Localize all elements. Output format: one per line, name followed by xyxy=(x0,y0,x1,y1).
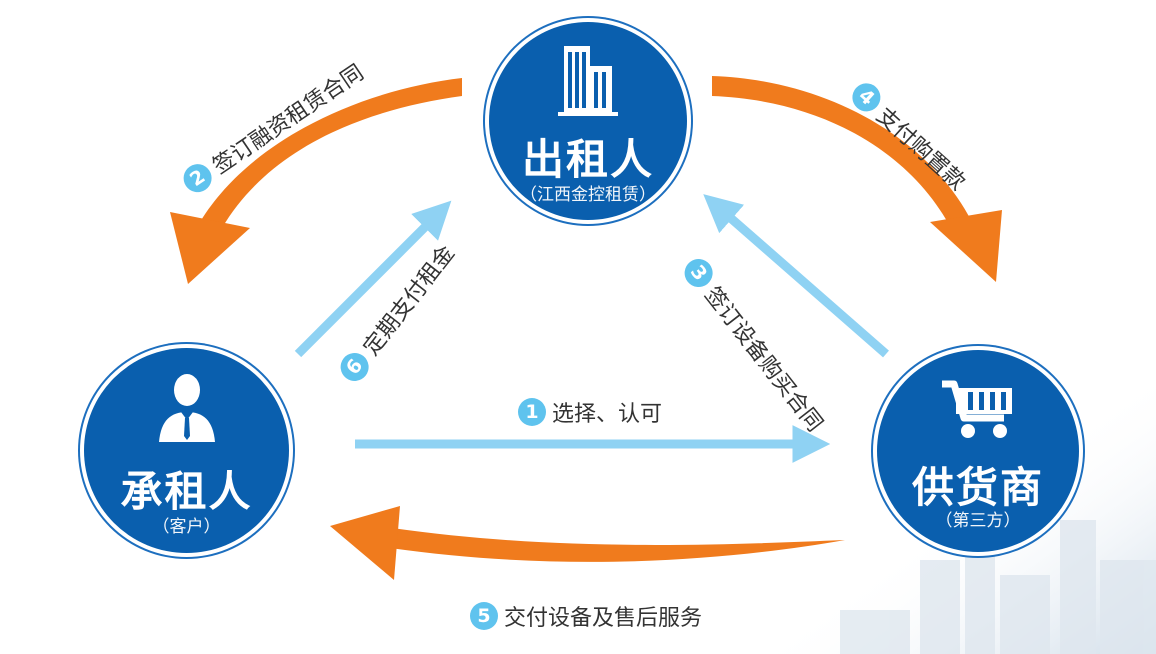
step-1-text: 选择、认可 xyxy=(552,402,663,427)
lessor-node: 出租人 （江西金控租赁） xyxy=(489,22,687,220)
arrow-sign-purchase-contract xyxy=(703,194,889,358)
arrow-pay-rent xyxy=(294,200,452,358)
lessee-subtitle: （客户） xyxy=(152,517,221,537)
person-suit-icon xyxy=(155,372,219,446)
supplier-title: 供货商 xyxy=(911,463,1044,512)
arrow-deliver-equipment xyxy=(330,506,845,580)
step-1-label: 1 选择、认可 xyxy=(518,396,662,428)
step-5-badge: 5 xyxy=(470,602,498,630)
step-5-label: 5 交付设备及售后服务 xyxy=(470,600,702,632)
supplier-subtitle: （第三方） xyxy=(935,511,1021,531)
lessor-subtitle: （江西金控租赁） xyxy=(520,185,656,205)
arrow-sign-lease-contract xyxy=(170,78,462,284)
supplier-node: 供货商 （第三方） xyxy=(877,350,1079,552)
arrow-pay-purchase xyxy=(712,76,1002,282)
office-building-icon xyxy=(556,42,620,120)
lessee-title: 承租人 xyxy=(120,467,253,516)
lessee-node: 承租人 （客户） xyxy=(84,348,289,553)
lessor-title: 出租人 xyxy=(521,135,654,184)
step-5-text: 交付设备及售后服务 xyxy=(504,606,703,631)
shopping-cart-icon xyxy=(940,378,1016,444)
step-1-badge: 1 xyxy=(518,398,546,426)
